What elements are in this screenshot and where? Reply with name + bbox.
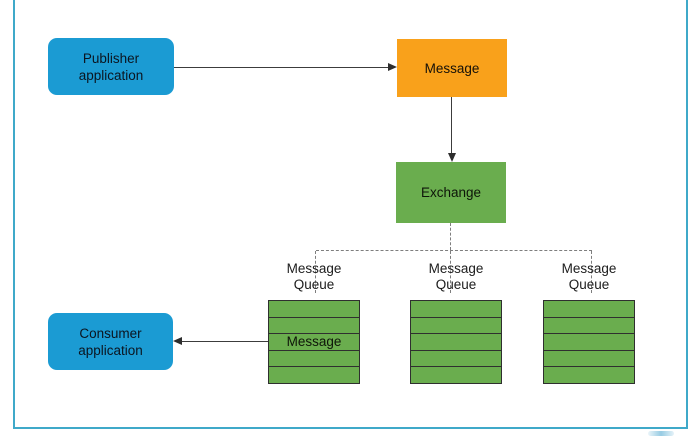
queue-to-consumer-arrow-line	[182, 340, 268, 342]
dashed-fanout-horizontal	[316, 250, 592, 251]
queue-3-row	[544, 367, 634, 383]
message-queue-2	[410, 300, 502, 384]
dashed-drop-queue-3	[591, 251, 592, 293]
message-queue-3	[543, 300, 635, 384]
dashed-drop-queue-1	[315, 251, 316, 293]
queue-2-row	[411, 317, 501, 335]
queue-1-row-message: Message	[269, 334, 359, 351]
queue-2-row	[411, 301, 501, 318]
exchange-node: Exchange	[396, 162, 506, 223]
queue-2-row	[411, 367, 501, 383]
publisher-application-node: Publisher application	[48, 38, 174, 95]
queue-1-row	[269, 350, 359, 368]
publisher-to-message-arrow-line	[174, 66, 389, 68]
slide-frame-border	[13, 0, 688, 429]
message-label: Message	[424, 60, 480, 76]
queue-3-row	[544, 301, 634, 318]
arrowhead-down-icon	[447, 153, 456, 162]
message-to-exchange-arrow-line	[451, 97, 452, 154]
queue-3-row	[544, 334, 634, 351]
exchange-dashed-stem	[450, 223, 451, 250]
queue-1-row	[269, 367, 359, 383]
queue-2-row	[411, 334, 501, 351]
exchange-label: Exchange	[420, 185, 482, 200]
message-queue-1: Message	[268, 300, 360, 384]
queue-2-label: Message Queue	[428, 261, 484, 292]
queue-1-row	[269, 301, 359, 318]
queue-1-row	[269, 317, 359, 335]
arrowhead-right-icon	[388, 63, 397, 71]
consumer-application-node: Consumer application	[48, 313, 173, 370]
bottom-right-artifact	[648, 431, 674, 436]
queue-1-label: Message Queue	[286, 261, 342, 292]
queue-2-row	[411, 350, 501, 368]
message-node: Message	[397, 39, 507, 97]
queue-3-label: Message Queue	[561, 261, 617, 292]
arrowhead-left-icon	[173, 337, 182, 346]
consumer-application-label: Consumer application	[78, 325, 143, 358]
queue-3-row	[544, 350, 634, 368]
queue-3-row	[544, 317, 634, 335]
publisher-application-label: Publisher application	[78, 50, 144, 83]
dashed-drop-queue-2	[450, 251, 451, 293]
